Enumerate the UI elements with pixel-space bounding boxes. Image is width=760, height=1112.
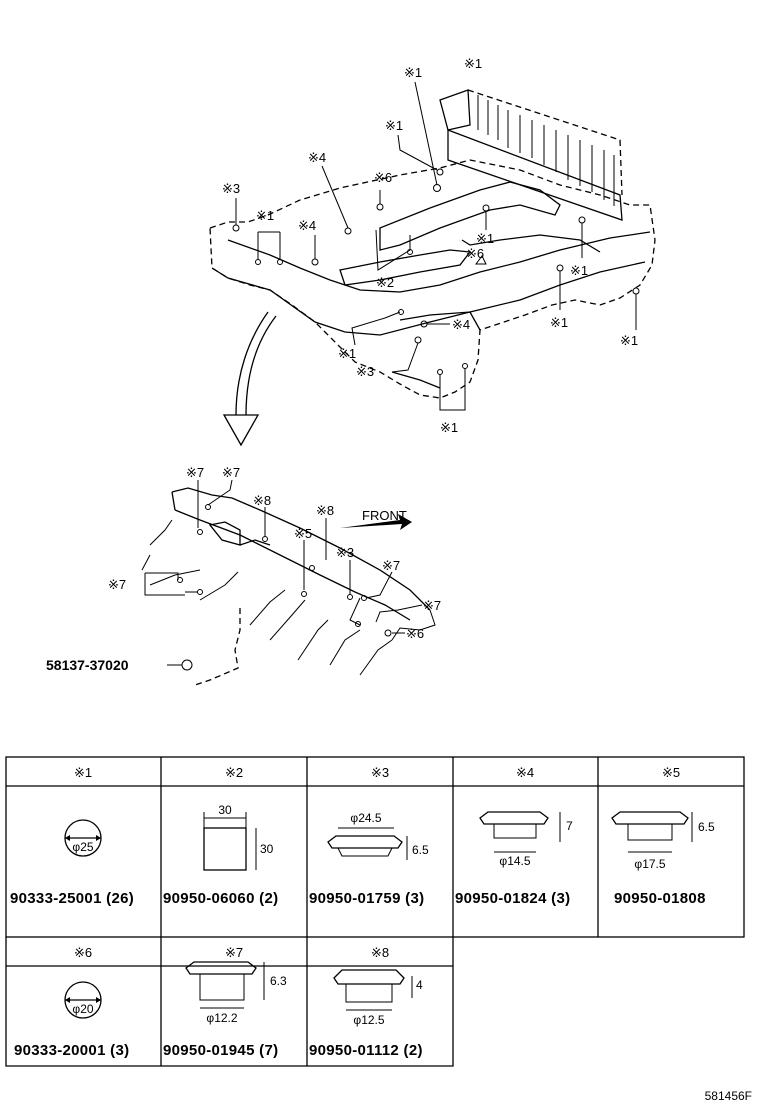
part-sketch-4: φ14.5 7 [479,811,573,868]
front-plug-markers [144,479,423,671]
callout-7a: ※7 [186,465,204,480]
dim-8-dia: φ12.5 [353,1013,384,1027]
dim-3-dia: φ24.5 [350,811,381,825]
dim-3-height: 6.5 [412,843,429,857]
front-label: FRONT [362,508,407,523]
callout-6a: ※6 [374,170,392,185]
rear-panel-ribs [477,95,615,206]
callout-3b: ※3 [356,364,374,379]
cell-header-6: ※6 [74,945,92,960]
cell-header-4: ※4 [516,765,534,780]
dim-7-dia: φ12.2 [206,1011,237,1025]
dim-5-height: 6.5 [698,820,715,834]
part-sketch-7: φ12.2 6.3 [185,961,287,1025]
plug-markers [232,81,640,411]
part-number-cell-7: 90950-01945 (7) [163,1042,278,1059]
cell-header-7: ※7 [225,945,243,960]
part-number-58137: 58137-37020 [46,657,129,673]
callout-2: ※2 [376,275,394,290]
dim-2-height: 30 [260,842,274,856]
callout-3c: ※3 [336,545,354,560]
callout-1e: ※1 [476,231,494,246]
callout-3a: ※3 [222,181,240,196]
callout-4c: ※4 [452,317,470,332]
callout-7c: ※7 [382,558,400,573]
callout-7d: ※7 [108,577,126,592]
callout-4a: ※4 [308,150,326,165]
cell-header-5: ※5 [662,765,680,780]
callout-5: ※5 [294,526,312,541]
figure-code: 581456F [705,1089,752,1103]
callout-1j: ※1 [440,420,458,435]
callout-6c: ※6 [406,626,424,641]
cell-header-2: ※2 [225,765,243,780]
callout-6b: ※6 [466,246,484,261]
dim-5-dia: φ17.5 [634,857,665,871]
callout-1b: ※1 [464,56,482,71]
upper-callouts: ※1 ※1 ※1 ※4 ※6 ※3 ※1 ※4 ※1 ※6 ※2 ※1 ※1 ※… [222,56,638,435]
part-number-cell-6: 90333-20001 (3) [14,1042,129,1059]
part-number-cell-2: 90950-06060 (2) [163,890,278,907]
part-sketch-3: φ24.5 6.5 [327,811,429,860]
callout-4b: ※4 [298,218,316,233]
part-sketch-6: φ20 [64,981,102,1019]
part-sketch-2: 30 30 [203,803,274,871]
floor-pan-drawing: ※1 ※1 ※1 ※4 ※6 ※3 ※1 ※4 ※1 ※6 ※2 ※1 ※1 ※… [209,56,656,435]
dim-7-height: 6.3 [270,974,287,988]
callout-1c: ※1 [385,118,403,133]
cell-header-1: ※1 [74,765,92,780]
dim-4-height: 7 [566,819,573,833]
dim-1-dia: φ25 [72,840,93,854]
cell-header-8: ※8 [371,945,389,960]
part-number-cell-1: 90333-25001 (26) [10,890,134,907]
detail-arrow [222,311,277,447]
part-sketch-5: φ17.5 6.5 [611,811,715,871]
callout-1g: ※1 [550,315,568,330]
dim-4-dia: φ14.5 [499,854,530,868]
callout-7b: ※7 [222,465,240,480]
callout-1h: ※1 [620,333,638,348]
callout-8a: ※8 [253,493,271,508]
part-sketch-1: φ25 [64,819,102,857]
part-number-cell-5: 90950-01808 [614,890,706,907]
callout-1f: ※1 [570,263,588,278]
front-floor-drawing: FRONT ※7 ※7 ※8 ※8 ※5 ※3 ※7 ※7 ※7 ※6 5813… [46,465,441,686]
callout-1i: ※1 [338,346,356,361]
part-number-cell-8: 90950-01112 (2) [309,1042,423,1059]
lower-callouts: ※7 ※7 ※8 ※8 ※5 ※3 ※7 ※7 ※7 ※6 [108,465,441,641]
part-number-cell-4: 90950-01824 (3) [455,890,570,907]
front-arrow-icon [340,514,412,530]
callout-7e: ※7 [423,598,441,613]
dim-8-height: 4 [416,978,423,992]
callout-1d: ※1 [256,208,274,223]
parts-table: ※1 ※2 ※3 ※4 ※5 ※6 ※7 ※8 φ25 30 30 [5,756,745,1067]
dim-2-width: 30 [218,803,232,817]
part-number-cell-3: 90950-01759 (3) [309,890,424,907]
dim-6-dia: φ20 [72,1002,93,1016]
callout-1a: ※1 [404,65,422,80]
part-sketch-8: φ12.5 4 [333,969,423,1027]
callout-8b: ※8 [316,503,334,518]
cell-header-3: ※3 [371,765,389,780]
